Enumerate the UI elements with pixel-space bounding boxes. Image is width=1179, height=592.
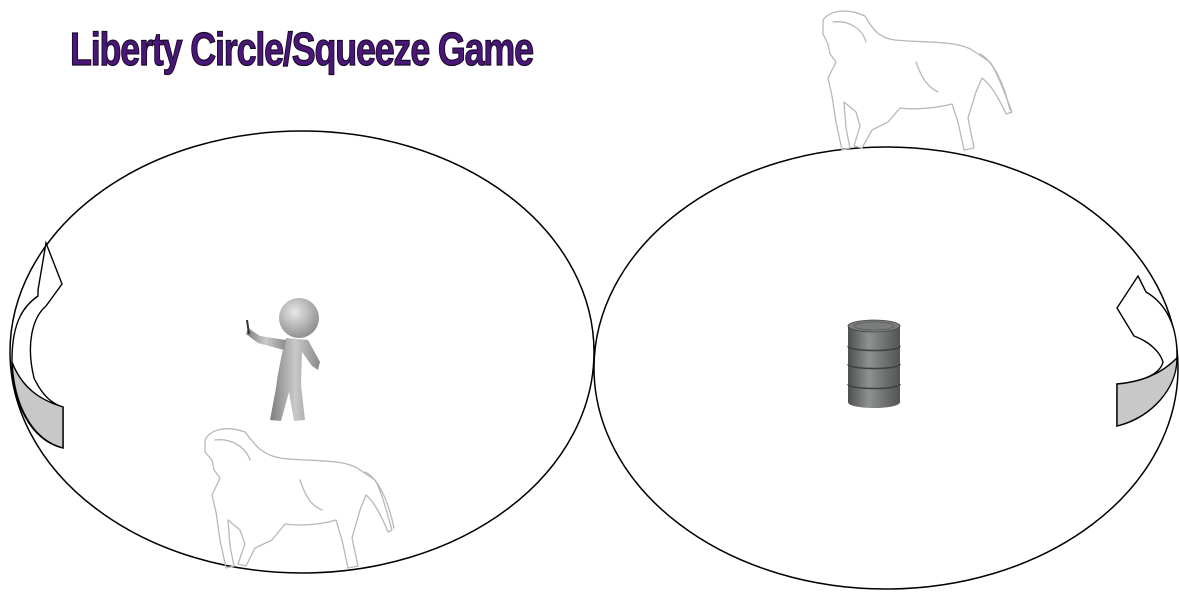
barrel-icon (848, 320, 900, 408)
curved-arrow-icon (1117, 276, 1177, 426)
horse-sketch-icon (205, 429, 394, 568)
horse-sketch-icon (823, 11, 1012, 150)
person-pointing-icon (246, 298, 320, 421)
curved-arrow-icon (12, 243, 63, 448)
